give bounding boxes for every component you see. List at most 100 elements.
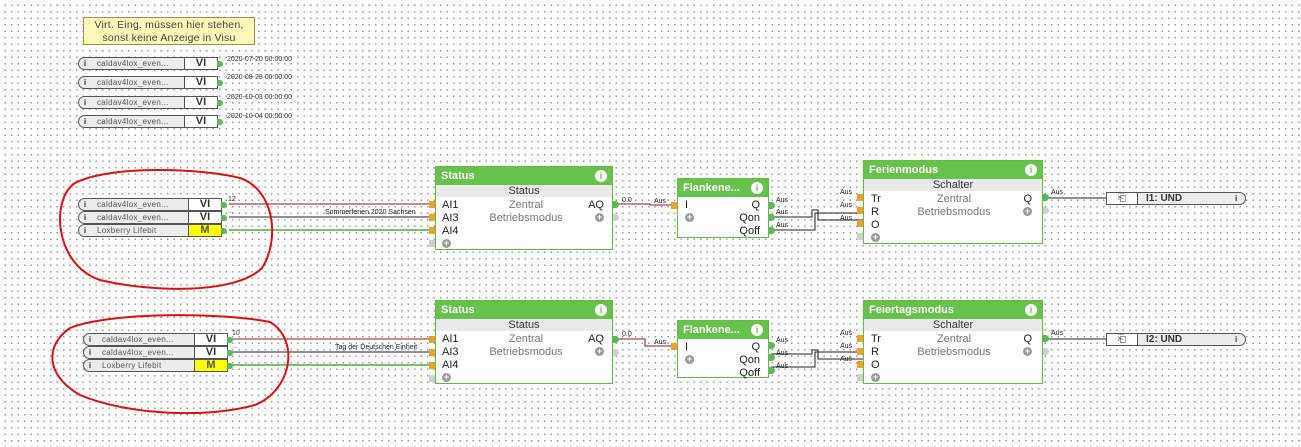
output-port[interactable] bbox=[221, 228, 227, 234]
edge-detection-block[interactable]: Flankene...i I + Q Qon Qoff bbox=[677, 178, 769, 238]
output-port[interactable] bbox=[217, 100, 223, 106]
input-label: Tr bbox=[871, 193, 881, 205]
output-reference[interactable]: ⎗ I2: UND i bbox=[1106, 333, 1246, 346]
memory-flag-block[interactable]: i Loxberry Lifebit M bbox=[78, 224, 227, 237]
info-icon[interactable]: i bbox=[83, 78, 87, 87]
virtual-input-block[interactable]: i caldav4lox_even... VI bbox=[78, 198, 227, 211]
output-pin[interactable] bbox=[769, 342, 775, 349]
output-pin[interactable] bbox=[769, 214, 775, 221]
virtual-input-block[interactable]: i caldav4lox_even... VI bbox=[78, 211, 227, 224]
info-icon[interactable]: i bbox=[751, 324, 763, 336]
input-label: AI4 bbox=[442, 225, 459, 237]
info-icon[interactable]: i bbox=[88, 348, 92, 357]
input-pin[interactable] bbox=[857, 348, 863, 355]
output-pin[interactable] bbox=[613, 349, 619, 356]
virtual-input-block[interactable]: i caldav4lox_even... VI bbox=[83, 333, 233, 346]
block-header[interactable]: Flankene...i bbox=[678, 179, 768, 197]
input-label: Tr bbox=[871, 333, 881, 345]
input-pin[interactable] bbox=[429, 240, 435, 247]
input-pin[interactable] bbox=[857, 374, 863, 381]
output-pin[interactable] bbox=[769, 367, 775, 374]
output-pin[interactable] bbox=[769, 354, 775, 361]
info-icon[interactable]: i bbox=[83, 98, 87, 107]
output-pin[interactable] bbox=[1043, 335, 1049, 342]
add-input-icon[interactable]: + bbox=[685, 354, 694, 364]
output-port[interactable] bbox=[217, 80, 223, 86]
input-pin[interactable] bbox=[429, 375, 435, 382]
info-icon[interactable]: i bbox=[1025, 304, 1037, 316]
add-output-icon[interactable]: + bbox=[1023, 206, 1032, 216]
output-pin[interactable] bbox=[1043, 207, 1049, 214]
output-port[interactable] bbox=[217, 119, 223, 125]
output-port[interactable] bbox=[227, 350, 233, 356]
add-input-icon[interactable]: + bbox=[442, 372, 451, 382]
info-icon[interactable]: i bbox=[595, 304, 607, 316]
memory-flag-block[interactable]: i Loxberry Lifebit M bbox=[83, 359, 233, 372]
virtual-input-block[interactable]: i caldav4lox_even... VI bbox=[83, 346, 233, 359]
comment-note[interactable]: Virt. Eing. müssen hier stehen, sonst ke… bbox=[83, 17, 255, 45]
input-pin[interactable] bbox=[429, 201, 435, 208]
add-output-icon[interactable]: + bbox=[1023, 346, 1032, 356]
add-output-icon[interactable]: + bbox=[595, 212, 604, 222]
input-pin[interactable] bbox=[671, 343, 677, 350]
info-icon[interactable]: i bbox=[83, 226, 87, 235]
input-pin[interactable] bbox=[429, 362, 435, 369]
output-port[interactable] bbox=[221, 202, 227, 208]
output-pin[interactable] bbox=[769, 202, 775, 209]
input-pin[interactable] bbox=[857, 220, 863, 227]
output-pin[interactable] bbox=[613, 336, 619, 343]
output-pin[interactable] bbox=[613, 214, 619, 221]
input-pin[interactable] bbox=[857, 335, 863, 342]
info-icon[interactable]: i bbox=[1235, 335, 1238, 344]
output-pin[interactable] bbox=[769, 227, 775, 234]
virtual-input-block[interactable]: i caldav4lox_even... VI bbox=[78, 57, 223, 70]
info-icon[interactable]: i bbox=[83, 117, 87, 126]
input-pin[interactable] bbox=[857, 207, 863, 214]
add-input-icon[interactable]: + bbox=[871, 232, 880, 242]
output-port[interactable] bbox=[217, 61, 223, 67]
output-port[interactable] bbox=[227, 363, 233, 369]
info-icon[interactable]: i bbox=[83, 59, 87, 68]
input-pin[interactable] bbox=[429, 214, 435, 221]
input-pin[interactable] bbox=[429, 336, 435, 343]
input-pin[interactable] bbox=[857, 194, 863, 201]
add-output-icon[interactable]: + bbox=[595, 346, 604, 356]
info-icon[interactable]: i bbox=[83, 200, 87, 209]
output-port[interactable] bbox=[221, 215, 227, 221]
input-pin[interactable] bbox=[857, 361, 863, 368]
info-icon[interactable]: i bbox=[1235, 194, 1238, 203]
input-pin[interactable] bbox=[429, 227, 435, 234]
input-label: O bbox=[871, 219, 880, 231]
info-icon[interactable]: i bbox=[595, 170, 607, 182]
add-input-icon[interactable]: + bbox=[685, 212, 694, 222]
virtual-input-block[interactable]: i caldav4lox_even... VI bbox=[78, 96, 223, 109]
info-icon[interactable]: i bbox=[88, 361, 92, 370]
add-input-icon[interactable]: + bbox=[442, 238, 451, 248]
info-icon[interactable]: i bbox=[1025, 164, 1037, 176]
input-pin[interactable] bbox=[671, 202, 677, 209]
output-pin[interactable] bbox=[613, 201, 619, 208]
output-pin[interactable] bbox=[1043, 194, 1049, 201]
info-icon[interactable]: i bbox=[88, 335, 92, 344]
info-icon[interactable]: i bbox=[751, 182, 763, 194]
block-header[interactable]: Flankene...i bbox=[678, 321, 768, 339]
virtual-input-block[interactable]: i caldav4lox_even... VI bbox=[78, 76, 223, 89]
input-pin[interactable] bbox=[857, 233, 863, 240]
output-port[interactable] bbox=[227, 337, 233, 343]
output-reference[interactable]: ⎗ I1: UND i bbox=[1106, 192, 1246, 205]
wire bbox=[618, 203, 677, 206]
virtual-input-block[interactable]: i caldav4lox_even... VI bbox=[78, 115, 223, 128]
input-pin[interactable] bbox=[429, 349, 435, 356]
info-icon[interactable]: i bbox=[83, 213, 87, 222]
output-pin[interactable] bbox=[1043, 348, 1049, 355]
edge-detection-block[interactable]: Flankene...i I + Q Qon Qoff bbox=[677, 320, 769, 379]
add-input-icon[interactable]: + bbox=[871, 372, 880, 382]
